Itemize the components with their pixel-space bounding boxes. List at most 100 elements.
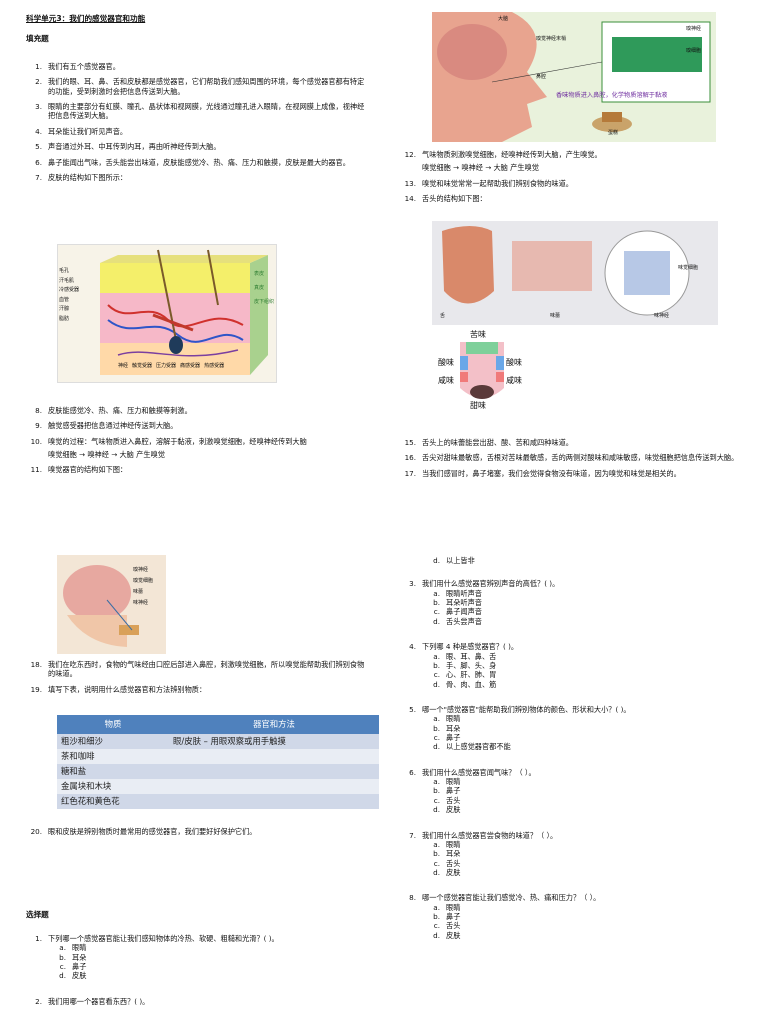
skin-labels-left: 毛孔 汗毛肌 冷感受器 血管 汗腺 脂肪 xyxy=(59,268,80,322)
mcq-question-8: 8.哪一个感觉器官能让我们感觉冷、热、痛和压力？（ ）。 xyxy=(409,893,601,903)
option-b[interactable]: b.耳朵 xyxy=(433,849,461,859)
nose-label-cavity: 鼻腔 xyxy=(536,74,547,80)
papillae-section xyxy=(512,241,592,291)
option-d[interactable]: d.皮肤 xyxy=(433,805,461,815)
taste-map-svg xyxy=(460,342,504,399)
cake-shape xyxy=(602,112,622,122)
option-a[interactable]: a.眼睛听声音 xyxy=(433,588,482,598)
head-labels: 嗅神经 嗅觉细胞 味蕾 味神经 xyxy=(133,567,154,606)
question-9: 9.触觉感受器把信息通过神经传送到大脑。 xyxy=(35,421,178,431)
table-header-row: 物质 器官和方法 xyxy=(57,715,379,734)
fill-questions-right-2: 15.舌头上的味蕾能尝出甜、酸、苦和咸四种味道。 16.舌尖对甜味最敏感，舌根对… xyxy=(400,438,745,478)
left-column: 科学单元3：我们的感觉器官和功能 填充题 xyxy=(26,14,366,44)
question-7: 7.皮肤的结构如下图所示： xyxy=(35,172,128,182)
question-19: 19.填写下表，说明用什么感觉器官和方法辨别物质： xyxy=(30,684,207,694)
question-12-flow: 嗅觉细胞 → 嗅神经 → 大脑 产生嗅觉 xyxy=(422,163,539,173)
taste-cells xyxy=(624,251,670,295)
option-c[interactable]: c.鼻子 xyxy=(59,961,87,971)
head-diagram-svg xyxy=(63,565,139,647)
option-d[interactable]: d.皮肤 xyxy=(433,930,461,940)
tongue-outline xyxy=(460,342,504,398)
fill-questions-left-3: 18.我们在吃东西时，食物的气味经由口腔后部进入鼻腔，刺激嗅觉细胞，所以嗅觉能帮… xyxy=(26,660,366,694)
brain-shape xyxy=(63,565,131,621)
taste-salty-left: 咸味 xyxy=(438,376,454,385)
skin-side-face xyxy=(250,255,268,375)
tongue-shape xyxy=(442,226,494,304)
tongue-label: 舌 xyxy=(440,313,446,319)
skin-diagram-svg xyxy=(100,249,268,375)
option-d[interactable]: d.皮肤 xyxy=(59,971,87,981)
option-d[interactable]: d.以上感觉器官都不能 xyxy=(433,742,511,752)
option-c[interactable]: c.舌头 xyxy=(433,795,461,805)
table-header: 器官和方法 xyxy=(169,715,379,734)
option-b[interactable]: b.耳朵听声音 xyxy=(433,598,482,608)
sweet-zone xyxy=(470,385,494,399)
skin-labels-right: 表皮 真皮 皮下组织 xyxy=(254,271,275,305)
option-b[interactable]: b.鼻子 xyxy=(433,912,461,922)
nose-label-brain: 大脑 xyxy=(498,16,509,22)
question-20: 20.眼和皮肤是辨别物质时最常用的感觉器官，我们要好好保护它们。 xyxy=(30,827,257,836)
option-d[interactable]: d.舌头尝声音 xyxy=(433,616,482,626)
hair-bulb xyxy=(169,336,183,354)
table-header: 物质 xyxy=(57,715,169,734)
zoom-line xyxy=(491,61,603,83)
option-a[interactable]: a.眼睛 xyxy=(433,714,461,724)
question-5: 5.声音通过外耳、中耳传到内耳，再由听神经传到大脑。 xyxy=(35,142,221,152)
tongue-diagram: 舌 味蕾 味觉细胞 味神经 xyxy=(432,221,718,325)
option-b[interactable]: b.手、脚、头、身 xyxy=(433,660,497,670)
option-c[interactable]: c.舌头 xyxy=(433,921,461,931)
salt-zone-right xyxy=(496,372,504,382)
blood-vessel-blue xyxy=(107,319,244,343)
olfactory-cells xyxy=(612,37,702,72)
taste-nerve-label: 味神经 xyxy=(654,313,670,319)
option-a[interactable]: a.眼睛 xyxy=(59,943,87,953)
option-c[interactable]: c.鼻子闻声音 xyxy=(433,607,482,617)
question-12: 12.气味物质刺激嗅觉细胞，经嗅神经传到大脑，产生嗅觉。 xyxy=(404,150,602,159)
face-profile xyxy=(67,615,127,647)
head-smell-taste-diagram: 嗅神经 嗅觉细胞 味蕾 味神经 xyxy=(57,555,166,654)
option-b[interactable]: b.鼻子 xyxy=(433,786,461,796)
nose-label-cell: 嗅细胞 xyxy=(686,48,702,54)
option-d[interactable]: d.骨、肉、血、筋 xyxy=(433,679,497,689)
option-c[interactable]: c.鼻子 xyxy=(433,733,461,743)
option-b[interactable]: b.耳朵 xyxy=(59,952,87,962)
mcq-options-5: a.眼睛 b.耳朵 c.鼻子 d.以上感觉器官都不能 xyxy=(426,714,745,751)
epidermis-layer xyxy=(100,263,250,293)
question-18: 18.我们在吃东西时，食物的气味经由口腔后部进入鼻腔，刺激嗅觉细胞，所以嗅觉能帮… xyxy=(30,660,365,679)
mcq-question-1: 1.下列哪一个感觉器官能让我们感知物体的冷热、软硬、粗糙和光滑？( )。 xyxy=(35,933,279,943)
fill-heading: 填充题 xyxy=(26,33,49,43)
taste-map: 苦味 酸味 酸味 咸味 咸味 甜味 xyxy=(432,328,532,414)
mcq-question-3: 3.我们用什么感觉器官辨别声音的高低？( )。 xyxy=(409,579,560,589)
question-13: 13.嗅觉和味觉常常一起帮助我们辨别食物的味道。 xyxy=(404,178,573,188)
nose-label-ending: 嗅觉神经末梢 xyxy=(536,36,567,42)
nose-diagram: 大脑 嗅觉神经末梢 鼻腔 嗅神经 嗅细胞 香味物质进入鼻腔，化学物质溶解于黏液 … xyxy=(432,12,716,142)
option-a[interactable]: a.眼睛 xyxy=(433,777,461,787)
taste-bud-label: 味蕾 xyxy=(550,313,561,319)
mcq-heading: 选择题 xyxy=(26,910,49,919)
option-c[interactable]: c.舌头 xyxy=(433,858,461,868)
mcq-options-3: a.眼睛听声音 b.耳朵听声音 c.鼻子闻声音 d.舌头尝声音 xyxy=(426,589,745,626)
option-a[interactable]: a.眼、耳、鼻、舌 xyxy=(433,651,497,661)
option-a[interactable]: a.眼睛 xyxy=(433,839,461,849)
mcq-question-6: 6.我们用什么感觉器官闻气味？（ ）。 xyxy=(409,767,536,777)
skin-diagram: 毛孔 汗毛肌 冷感受器 血管 汗腺 脂肪 表皮 真皮 皮下组织 神经 触觉受器 … xyxy=(57,244,277,383)
skin-top-face xyxy=(100,255,268,263)
nose-caption: 香味物质进入鼻腔，化学物质溶解于黏液 xyxy=(556,92,668,99)
page-title: 科学单元3：我们的感觉器官和功能 xyxy=(26,14,146,23)
brain-region xyxy=(437,24,507,80)
hair-shaft xyxy=(157,249,177,341)
option-d[interactable]: d.以上皆非 xyxy=(433,556,475,565)
mcq-question-2: 2.我们用哪一个器官看东西？( )。 xyxy=(35,996,150,1006)
mcq-options-6: a.眼睛 b.鼻子 c.舌头 d.皮肤 xyxy=(426,777,745,814)
bitter-zone xyxy=(466,342,498,354)
option-b[interactable]: b.耳朵 xyxy=(433,723,461,733)
option-d[interactable]: d.皮肤 xyxy=(433,867,461,877)
question-8: 8.皮肤能感觉冷、热、痛、压力和触摸等刺激。 xyxy=(35,406,192,415)
option-a[interactable]: a.眼睛 xyxy=(433,902,461,912)
question-15: 15.舌头上的味蕾能尝出甜、酸、苦和咸四种味道。 xyxy=(404,438,573,447)
arrector-muscle xyxy=(152,313,194,332)
option-c[interactable]: c.心、肝、肺、胃 xyxy=(433,670,497,680)
question-10-flow: 嗅觉细胞 → 嗅神经 → 大脑 产生嗅觉 xyxy=(48,450,165,460)
nose-diagram-svg xyxy=(432,12,711,142)
